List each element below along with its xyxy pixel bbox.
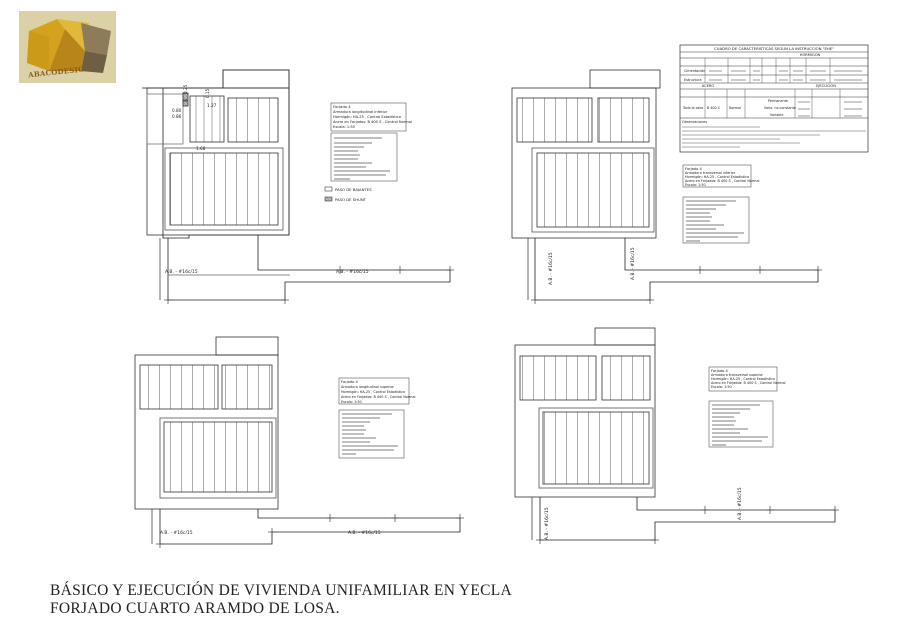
axis-label-bl: A.B. - #16c/15 (160, 530, 193, 536)
table-row-cimentacion: Cimentación (684, 69, 705, 73)
table-hormigon: HORMIGON (800, 53, 821, 57)
tb-tl-line2: Hormigón: HA-25 , Control Estadístico (333, 115, 401, 119)
table-acero: ACERO (702, 84, 715, 88)
tb-tl-line4: Escala: 1:50 (333, 125, 356, 129)
tb-br-line3: Acero en Forjados: B 400 S , Control Nor… (711, 381, 786, 385)
tb-tr-line4: Escala: 1:50 (685, 183, 706, 187)
dim-label-4: 0.80 (172, 108, 182, 113)
tb-br-line2: Hormigón: HA-25 , Control Estadístico (711, 377, 775, 381)
tb-br-line4: Escala: 1:50 (711, 385, 732, 389)
legend-bajantes: PASO DE BAJANTES (335, 187, 372, 192)
tb-tl-line0: Forjado 4 (333, 104, 351, 109)
plan-bottom-left (134, 336, 461, 545)
plan-bottom-right (514, 327, 836, 541)
axis-label-tr-2: A.B. - #16c/15 (630, 247, 636, 280)
legend-shunt: PASO DE SHUNT (335, 197, 367, 202)
tb-tr-line1: Armadura transversal inferior (685, 171, 736, 175)
table-row-acero-type: B 400 S (707, 106, 720, 110)
tb-tl-line3: Acero en Forjados: B 400 S , Control Nor… (333, 120, 412, 124)
caption-line-2: FORJADO CUARTO ARAMDO DE LOSA. (50, 600, 340, 617)
dim-label-3: 1.27 (207, 103, 217, 108)
plan-top-left (142, 69, 451, 301)
title-block-br: Forjado 4 Armadura transversal superior … (708, 366, 786, 448)
table-row-permanente: Permanente (768, 99, 788, 103)
tb-tr-line3: Acero en Forjados: B 400 S , Control Nor… (685, 179, 760, 183)
table-row-varia: Varia. no constante (764, 106, 796, 110)
title-block-tr: Forjado 4 Armadura transversal inferior … (682, 164, 760, 244)
tb-tr-line0: Forjado 4 (685, 167, 702, 171)
axis-label-br: A.B. - #16c/15 (544, 507, 550, 540)
plan-top-right (511, 69, 819, 301)
table-ejecucion: EJECUCION (816, 84, 836, 88)
table-row-obra: Todo la obra (682, 106, 703, 110)
company-logo: ABACODESIGN (19, 11, 116, 83)
title-block-bl: Forjado 4 Armadura longitudinal superior… (338, 377, 416, 459)
axis-label-tl-2: A.B. - #16c/15 (336, 269, 369, 275)
tb-tr-line2: Hormigón: HA-25 , Control Estadístico (685, 175, 749, 179)
dim-label-5: 1.68 (196, 146, 206, 151)
table-observaciones: Observaciones (682, 120, 707, 124)
tb-br-line1: Armadura transversal superior (711, 373, 764, 377)
dim-label-2: 0.25 (183, 84, 188, 94)
caption-line-1: BÁSICO Y EJECUCIÓN DE VIVIENDA UNIFAMILI… (50, 582, 513, 599)
axis-label-tl: A.B. - #16c/15 (165, 269, 198, 275)
axis-label-bl-2: A.B. - #16c/15 (348, 530, 381, 536)
dim-label-6: 0.86 (172, 114, 182, 119)
tb-tl-line1: Armadura longitudinal inferior (333, 110, 388, 114)
tb-bl-line2: Hormigón: HA-25 , Control Estadístico (341, 390, 405, 394)
tb-bl-line1: Armadura longitudinal superior (341, 385, 395, 389)
table-row-estructura: Estructura (684, 78, 702, 82)
axis-label-br-2: A.B. - #16c/15 (737, 487, 743, 520)
tb-bl-line3: Acero en Forjados: B 400 S , Control Nor… (341, 395, 416, 399)
plan-top-left-marks (164, 266, 454, 304)
characteristics-table: CUADRO DE CARACTERISTICAS SEGUN LA INSTR… (679, 44, 869, 153)
tb-br-line0: Forjado 4 (711, 369, 728, 373)
tb-bl-line0: Forjado 4 (341, 380, 358, 384)
table-row-control: Normal (729, 106, 741, 110)
axis-label-tr: A.B. - #16c/15 (548, 252, 554, 285)
dim-label-1: 0.15 (205, 88, 210, 98)
table-title: CUADRO DE CARACTERISTICAS SEGUN LA INSTR… (714, 46, 834, 51)
tb-bl-line4: Escala: 1:50 (341, 400, 362, 404)
table-row-variable: Variable (770, 113, 783, 117)
title-block-tl: Forjado 4 Armadura longitudinal inferior… (324, 102, 412, 202)
